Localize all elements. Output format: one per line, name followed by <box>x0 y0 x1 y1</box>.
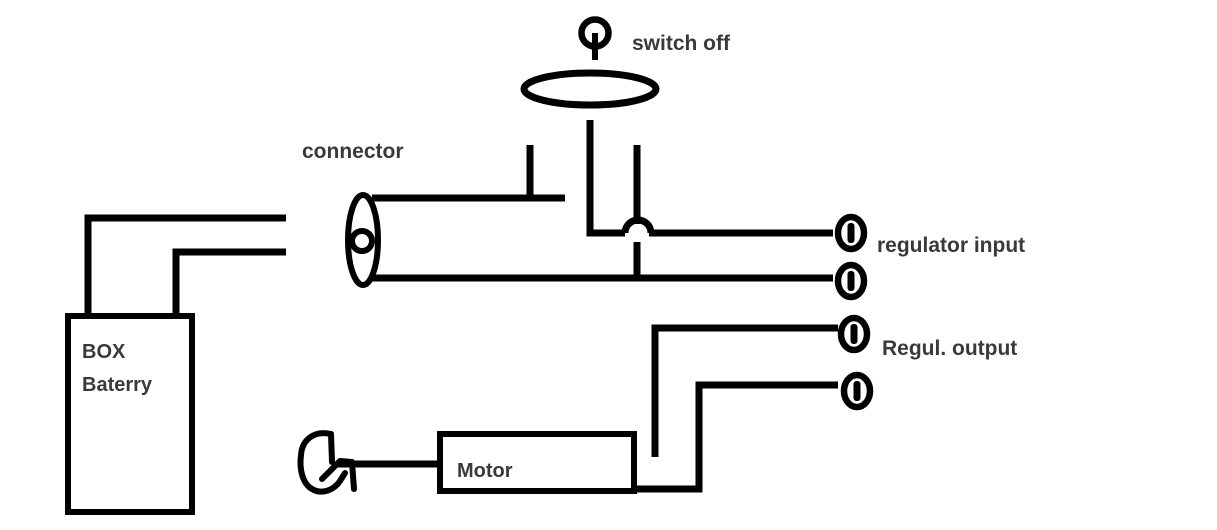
propeller-blade-lower-icon <box>319 458 357 492</box>
propeller-blade-upper-icon <box>328 431 335 465</box>
upper-bus-wire <box>372 194 833 237</box>
terminal-regulator-output-bottom[interactable] <box>840 371 874 411</box>
switch-center-lead <box>586 120 622 237</box>
switch-off-label: switch off <box>632 32 731 55</box>
battery-box[interactable]: BOX Baterry <box>65 313 195 515</box>
battery-negative-lead <box>172 248 286 316</box>
regulator-output-wiring <box>630 324 838 493</box>
connector-outer-ellipse-icon[interactable] <box>345 192 381 288</box>
switch-lead-wires <box>526 120 641 278</box>
battery-box-rect[interactable] <box>65 313 195 515</box>
terminal-bar-icon <box>847 223 855 243</box>
battery-lead-wires <box>84 214 286 316</box>
terminal-regulator-output-top[interactable] <box>837 314 871 354</box>
motor-assembly[interactable]: Motor <box>297 430 637 495</box>
switch-body-ellipse-icon[interactable] <box>520 69 660 109</box>
regulator-input-terminals[interactable] <box>834 213 868 301</box>
wire-crossing-hop-arc <box>621 216 655 234</box>
battery-box-label-line2: Baterry <box>82 374 153 396</box>
terminal-bar-icon <box>853 381 861 401</box>
propeller-outer-icon[interactable] <box>297 430 348 495</box>
connector-hole-icon <box>349 228 375 254</box>
terminal-bar-icon <box>850 324 858 344</box>
terminal-regulator-input-top[interactable] <box>834 213 868 253</box>
connector-symbol[interactable] <box>345 192 381 288</box>
battery-positive-lead <box>84 214 286 316</box>
connector-label: connector <box>302 140 404 163</box>
terminal-bar-icon <box>847 271 855 291</box>
regulator-output-terminals[interactable] <box>837 314 874 411</box>
regulator-input-label: regulator input <box>877 234 1025 257</box>
motor-lead-a <box>651 324 838 457</box>
motor-label: Motor <box>457 460 513 482</box>
switch-left-lead <box>526 145 565 202</box>
motor-lead-b <box>630 381 838 493</box>
switch-assembly[interactable] <box>520 16 660 109</box>
regulator-output-label: Regul. output <box>882 337 1017 360</box>
battery-box-label-line1: BOX <box>82 341 126 363</box>
terminal-regulator-input-bottom[interactable] <box>834 261 868 301</box>
